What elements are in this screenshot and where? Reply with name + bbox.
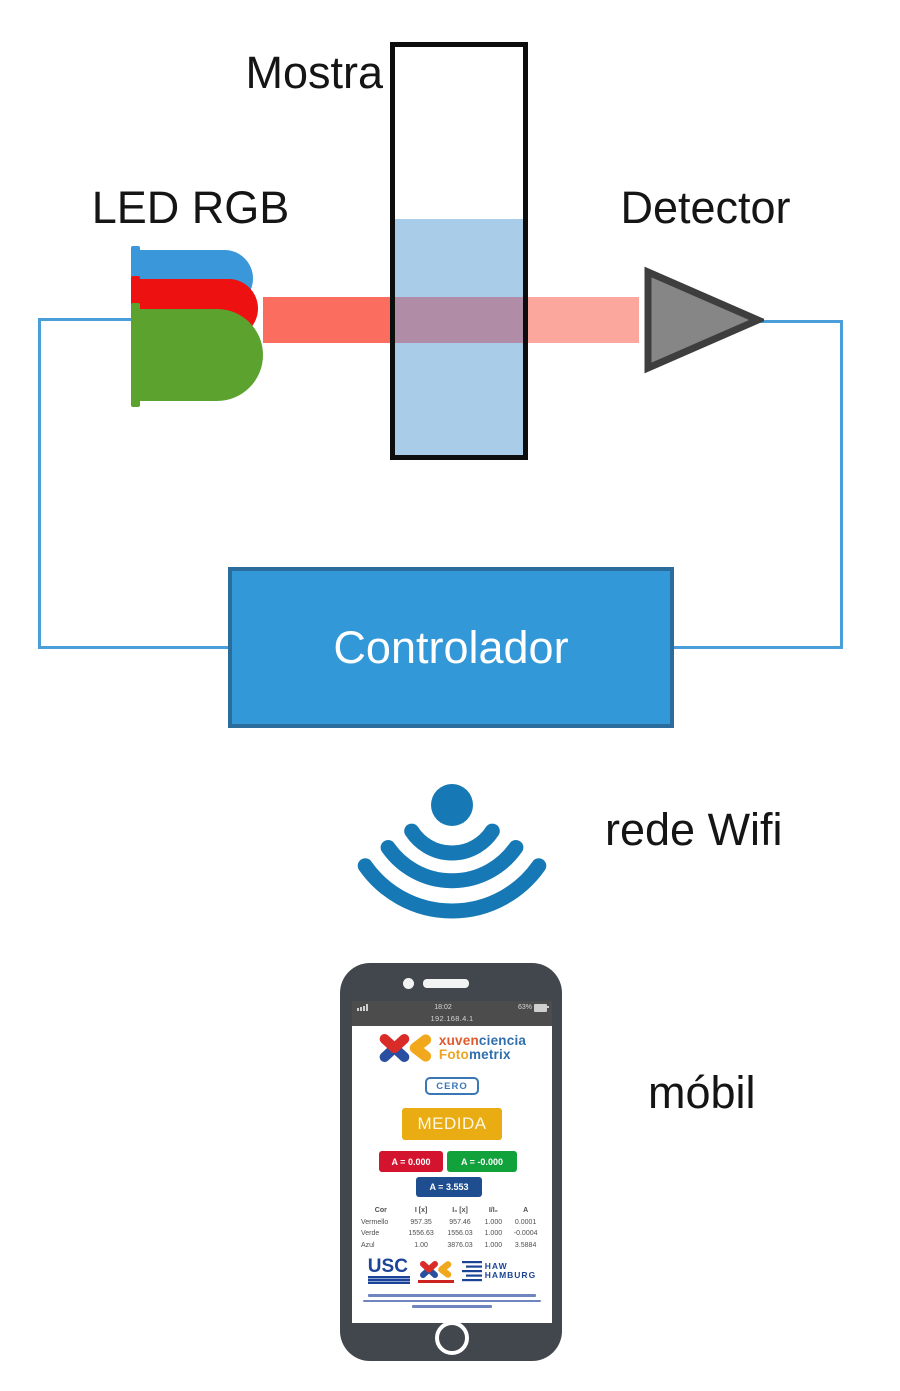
- table-row: Vermello 957.35 957.46 1.000 0.0001: [360, 1217, 544, 1229]
- x-logo-small-icon: [419, 1260, 452, 1278]
- label-detector: Detector: [620, 182, 791, 233]
- wire-right-bottom: [672, 646, 843, 649]
- xuvenciencia-caption-bar: [417, 1279, 454, 1283]
- status-time: 18:02: [434, 1004, 452, 1011]
- label-led-rgb: LED RGB: [91, 182, 290, 233]
- absorbance-red-button[interactable]: A = 0.000: [379, 1151, 443, 1172]
- haw-logo: HAW HAMBURG: [461, 1260, 537, 1282]
- table-cell: 3.5884: [514, 1241, 537, 1249]
- fine-print-lines: [352, 1294, 552, 1308]
- table-cell: 957.46: [449, 1218, 471, 1226]
- medida-button[interactable]: MEDIDA: [402, 1108, 502, 1140]
- x-logo-icon: [379, 1033, 432, 1062]
- wifi-icon: [357, 784, 547, 919]
- wire-left-vertical: [38, 318, 41, 649]
- phone-screen: 18:02 63% 192.168.4.1: [352, 1001, 552, 1323]
- label-rede-wifi: rede Wifi: [605, 804, 783, 855]
- wire-right-vertical: [840, 320, 843, 649]
- led-green-bulb: [138, 309, 263, 401]
- table-header-cell: I/I₀: [488, 1207, 498, 1214]
- haw-logo-line2: HAMBURG: [484, 1270, 537, 1280]
- table-header-cell: I₀ [x]: [452, 1207, 468, 1214]
- cuvette: [390, 42, 528, 460]
- table-cell: 1.000: [484, 1241, 503, 1249]
- table-cell: Vermello: [361, 1218, 389, 1226]
- led-green-flange: [131, 303, 140, 407]
- usc-logo-block: [367, 1276, 410, 1284]
- led-green-icon: [131, 303, 266, 407]
- logo-word-xuven: xuven: [438, 1033, 479, 1048]
- detector-icon: [644, 266, 764, 374]
- home-button-icon[interactable]: [435, 1321, 469, 1355]
- table-row: Azul 1.00 3876.03 1.000 3.5884: [360, 1240, 544, 1252]
- wire-detector-horizontal: [757, 320, 843, 323]
- battery-icon: [533, 1003, 549, 1012]
- table-cell: 1.000: [484, 1230, 503, 1237]
- absorbance-blue-button[interactable]: A = 3.553: [416, 1177, 482, 1197]
- light-beam-through-sample: [395, 297, 523, 343]
- cero-button[interactable]: CERO: [425, 1077, 479, 1095]
- absorbance-green-button[interactable]: A = -0.000: [447, 1151, 517, 1172]
- speaker-icon: [423, 979, 469, 988]
- table-cell: 1.00: [414, 1241, 428, 1249]
- usc-logo: USC: [367, 1256, 410, 1284]
- usc-logo-text: USC: [367, 1256, 408, 1277]
- haw-logo-line1: HAW: [484, 1261, 508, 1271]
- logo-word-metrix: metrix: [468, 1047, 511, 1062]
- label-mobil: móbil: [648, 1067, 756, 1118]
- table-header-cell: A: [523, 1207, 529, 1214]
- table-cell: 1556.03: [447, 1230, 473, 1237]
- chevron-logo-icon: [409, 1034, 432, 1062]
- controller-label: Controlador: [333, 621, 569, 673]
- wire-left-bottom: [38, 646, 230, 649]
- light-beam-incident: [263, 297, 395, 343]
- battery-percent: 63%: [517, 1004, 532, 1011]
- footer-logos: USC: [352, 1256, 552, 1284]
- app-logo: xuvenciencia Fotometrix: [352, 1032, 552, 1064]
- table-cell: -0.0004: [513, 1230, 538, 1237]
- haw-lines-icon: [461, 1261, 482, 1282]
- label-mostra: Mostra: [245, 47, 383, 98]
- signal-icon: [357, 1004, 368, 1011]
- table-cell: Azul: [361, 1241, 375, 1249]
- wire-led-horizontal: [38, 318, 134, 321]
- xuvenciencia-footer-logo: [417, 1260, 454, 1283]
- app-logo-text: xuvenciencia Fotometrix: [439, 1034, 526, 1062]
- light-beam-transmitted: [523, 297, 639, 343]
- table-cell: 1556.63: [408, 1230, 434, 1237]
- logo-word-foto: Foto: [438, 1047, 469, 1062]
- status-bar: 18:02 63% 192.168.4.1: [352, 1001, 552, 1026]
- table-cell: 957.35: [410, 1218, 432, 1226]
- table-header-cell: I [x]: [414, 1207, 428, 1214]
- table-cell: 3876.03: [447, 1241, 473, 1249]
- address-bar[interactable]: 192.168.4.1: [430, 1014, 474, 1023]
- camera-icon: [403, 978, 414, 989]
- table-cell: 1.000: [484, 1218, 503, 1226]
- controller-box: Controlador: [228, 567, 674, 728]
- results-table: Cor I [x] I₀ [x] I/I₀ A Vermello 957.35 957.46 1…: [360, 1205, 544, 1251]
- logo-word-ciencia: ciencia: [478, 1033, 527, 1048]
- table-row: Verde 1556.63 1556.03 1.000 -0.0004: [360, 1228, 544, 1240]
- table-cell: Verde: [361, 1230, 380, 1237]
- smartphone: 18:02 63% 192.168.4.1: [340, 963, 562, 1361]
- table-header-cell: Cor: [374, 1207, 387, 1214]
- table-cell: 0.0001: [514, 1218, 537, 1226]
